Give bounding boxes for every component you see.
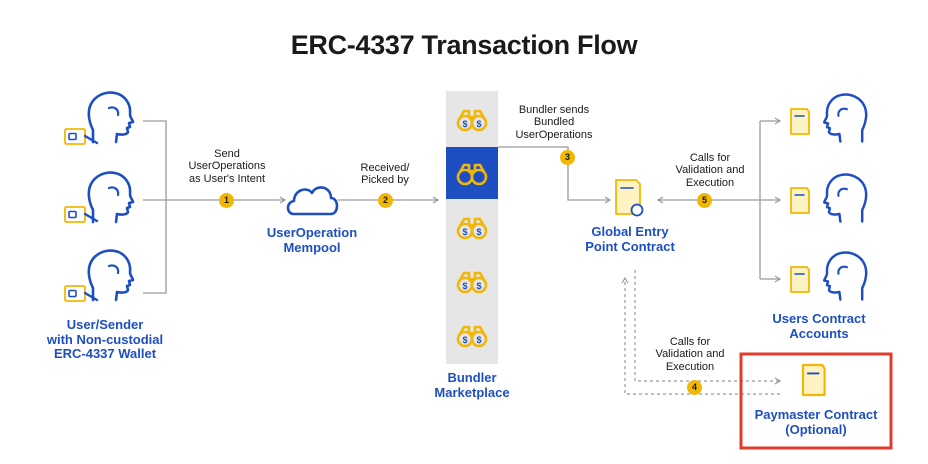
paymaster-label: Paymaster Contract (Optional) — [754, 407, 878, 437]
user-head-icon — [87, 171, 135, 224]
contract-document-icon — [790, 266, 810, 293]
step-2-badge: 2 — [378, 193, 393, 208]
step-3-badge: 3 — [560, 150, 575, 165]
marketplace-label: Bundler Marketplace — [434, 370, 510, 400]
step-4-badge: 4 — [687, 380, 702, 395]
wallet-icon — [64, 206, 86, 223]
step-3-label: Bundler sends Bundled UserOperations — [515, 104, 593, 141]
accounts-label: Users Contract Accounts — [772, 311, 866, 341]
step-2-label: Received/ Picked by — [360, 162, 410, 187]
user-head-icon — [822, 93, 868, 143]
wallet-icon — [64, 285, 86, 302]
user-head-icon — [822, 251, 868, 301]
entry-point-label: Global Entry Point Contract — [585, 224, 675, 254]
mempool-label: UserOperation Mempool — [266, 225, 358, 255]
step-5-label: Calls for Validation and Execution — [675, 152, 745, 189]
paymaster-connector — [621, 270, 782, 395]
paymaster-highlight-box — [739, 352, 893, 450]
contract-document-icon — [790, 187, 810, 214]
step-1-label: Send UserOperations as User's Intent — [188, 148, 266, 185]
user-head-icon — [87, 249, 135, 302]
cloud-icon — [286, 186, 339, 216]
step-4-label: Calls for Validation and Execution — [655, 336, 725, 373]
sender-label: User/Sender with Non-custodial ERC-4337 … — [46, 317, 164, 362]
wallet-icon — [64, 128, 86, 145]
contract-document-icon — [801, 363, 826, 397]
user-head-icon — [87, 91, 135, 144]
step-1-badge: 1 — [219, 193, 234, 208]
page-title: ERC-4337 Transaction Flow — [290, 30, 638, 60]
contract-document-icon — [790, 108, 810, 135]
step-5-badge: 5 — [697, 193, 712, 208]
contract-document-icon — [615, 179, 644, 217]
user-head-icon — [822, 173, 868, 223]
